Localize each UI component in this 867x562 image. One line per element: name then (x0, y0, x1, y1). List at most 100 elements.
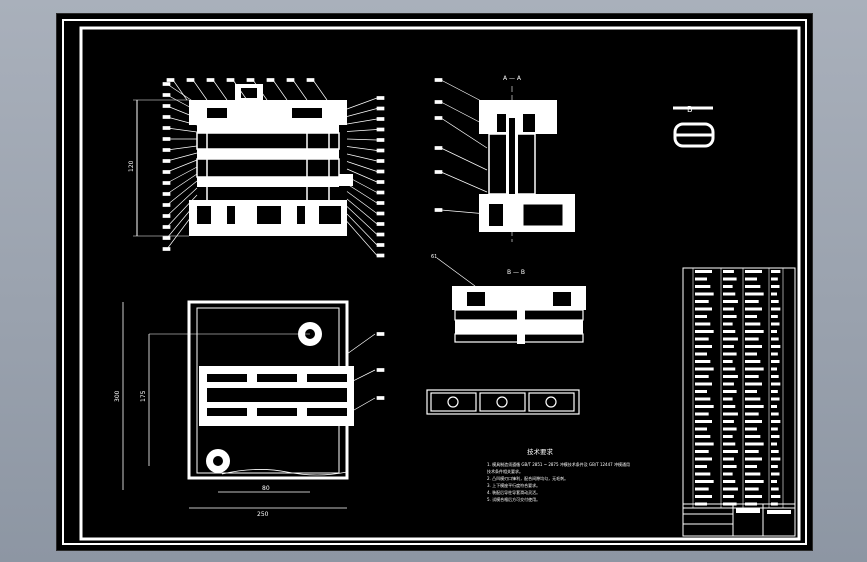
svg-text:2. 凸凹模刃口锋利，配合间隙均匀，无毛刺。: 2. 凸凹模刃口锋利，配合间隙均匀，无毛刺。 (487, 475, 568, 481)
leader-line (272, 79, 288, 101)
bom-cell (695, 412, 709, 416)
leader-line (312, 79, 328, 101)
bom-cell (723, 375, 738, 378)
bom-cell (695, 360, 711, 363)
plan-width-dimension: 250 (257, 511, 269, 518)
leader-line (346, 213, 378, 246)
leader-line (166, 187, 198, 217)
bom-cell (745, 405, 764, 408)
balloon-marker (376, 368, 385, 372)
bom-cell (723, 352, 737, 356)
leader-line (346, 153, 378, 162)
balloon-marker (376, 148, 385, 153)
balloon-marker (162, 82, 171, 86)
bom-cell (745, 472, 761, 476)
bom-cell (723, 487, 738, 491)
balloon-marker (376, 232, 385, 237)
leader-line (346, 176, 378, 193)
section-a-leaders (434, 78, 488, 215)
balloon-marker (246, 78, 255, 82)
bom-cell (745, 420, 762, 423)
balloon-marker (376, 106, 385, 111)
balloon-marker (162, 159, 171, 163)
bom-cell (771, 480, 777, 483)
bom-cell (771, 285, 780, 288)
bom-cell (723, 337, 738, 341)
bom-cell (723, 435, 733, 438)
bom-cell (695, 307, 712, 311)
bom-cell (745, 442, 764, 446)
bom-cell (771, 457, 781, 461)
section-a-label: A — A (503, 75, 522, 82)
leader-line (346, 161, 378, 172)
bom-cell (745, 337, 759, 341)
leader-line (166, 83, 198, 105)
leader-line (346, 397, 376, 415)
balloon-marker (376, 127, 385, 132)
bom-cell (745, 465, 757, 468)
balloon-marker (162, 126, 171, 130)
outer-border (62, 19, 807, 545)
bom-cell (745, 382, 762, 386)
bom-cell (745, 367, 764, 371)
leader-line (166, 116, 198, 126)
bom-cell (771, 307, 781, 311)
bom-cell (695, 330, 714, 333)
bom-cell (745, 450, 759, 453)
leader-line (166, 159, 198, 173)
leader-line (346, 333, 376, 355)
bom-cell (771, 487, 779, 491)
balloon-marker (434, 208, 443, 212)
leader-line (346, 108, 378, 117)
leader-line (252, 79, 268, 101)
cad-drawing-viewport[interactable]: 120 A — A B — B 6 (56, 13, 813, 551)
bom-cell (771, 465, 778, 468)
bom-cell (745, 322, 761, 326)
leader-line (166, 152, 198, 162)
bom-cell (723, 277, 737, 281)
bom-cell (695, 450, 709, 453)
balloon-marker (376, 180, 385, 184)
balloon-marker (434, 116, 443, 120)
bom-cell (723, 382, 734, 386)
plan-view-leaders (346, 332, 385, 415)
balloon-marker (434, 100, 443, 104)
bom-cell (771, 390, 778, 393)
balloon-marker (162, 236, 171, 240)
bom-cell (695, 337, 709, 341)
balloon-marker (376, 222, 385, 226)
bom-cell (723, 480, 736, 483)
balloon-marker (286, 78, 295, 82)
bom-cell (745, 457, 762, 461)
bom-cell (723, 420, 734, 423)
bom-cell (771, 405, 777, 408)
bom-cell (723, 495, 734, 498)
bom-cell (695, 375, 709, 378)
bom-cell (771, 352, 778, 356)
bom-cell (745, 352, 757, 356)
part-detail (673, 106, 715, 148)
leader-line (346, 369, 376, 385)
bom-cell (745, 390, 757, 393)
bom-cell (723, 270, 734, 273)
leader-line (346, 206, 378, 235)
balloon-marker (376, 96, 385, 100)
balloon-marker (162, 170, 171, 174)
bom-cell (745, 345, 762, 348)
balloon-marker (376, 332, 385, 336)
svg-text:1. 模具制造须遵循 GB/T 2851 ~ 2875 冲模: 1. 模具制造须遵循 GB/T 2851 ~ 2875 冲模技术条件及 GB/T… (487, 461, 630, 467)
leader-line (346, 138, 378, 141)
leader-line (292, 79, 308, 101)
bom-cell (723, 427, 737, 431)
bom-cell (695, 435, 711, 438)
balloon-marker (376, 117, 385, 121)
section-a-view (479, 86, 575, 242)
leader-line (232, 79, 248, 101)
bom-cell (771, 427, 778, 431)
balloon-marker (162, 214, 171, 218)
bom-cell (745, 487, 759, 491)
front-view (133, 84, 353, 237)
leader-line (346, 198, 378, 225)
leader-line (212, 79, 228, 101)
bom-cell (745, 292, 764, 296)
